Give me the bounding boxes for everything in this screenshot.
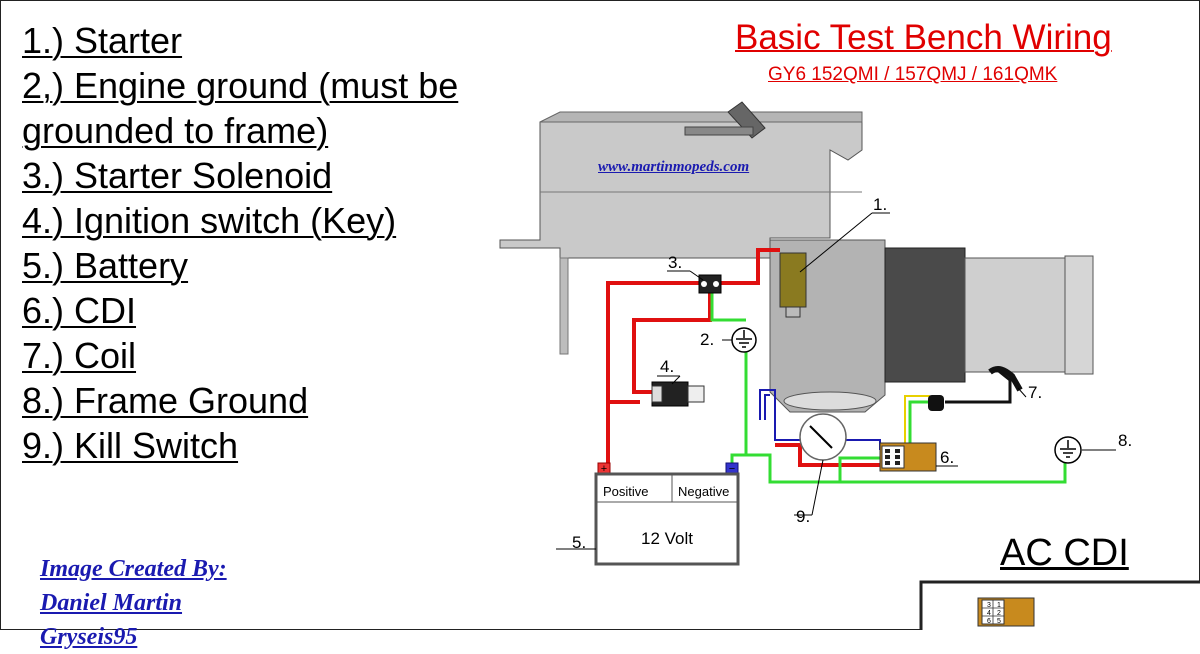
legend-item-coil: 7.) Coil	[22, 335, 137, 376]
battery-positive-label: Positive	[603, 484, 649, 499]
component-legend: 1.) Starter 2,) Engine ground (must be g…	[22, 18, 458, 468]
battery-negative-label: Negative	[678, 484, 729, 499]
starter-motor	[779, 212, 890, 318]
credit-line-2: Daniel Martin	[40, 590, 183, 616]
signal-wires	[759, 366, 1012, 452]
cdi-pin-1: 1	[997, 602, 1001, 609]
callout-2: 2.	[700, 330, 714, 349]
diagram-subtitle: GY6 152QMI / 157QMJ / 161QMK	[768, 64, 1058, 85]
battery-plus-sign: +	[601, 463, 607, 475]
callout-8: 8.	[1118, 431, 1132, 450]
legend-item-engine-ground: 2,) Engine ground (must be	[22, 65, 459, 106]
ac-cdi-panel: 3 1 4 2 6 5	[919, 580, 1200, 630]
cdi-pin-5: 5	[997, 618, 1001, 625]
legend-item-starter: 1.) Starter	[22, 20, 183, 61]
ignition-coil	[928, 366, 1027, 411]
battery-voltage: 12 Volt	[641, 529, 693, 548]
callout-1: 1.	[873, 195, 887, 214]
frame-ground-symbol	[1054, 436, 1116, 464]
legend-item-cdi: 6.) CDI	[22, 290, 137, 331]
callout-9: 9.	[796, 507, 810, 526]
callout-5: 5.	[572, 533, 586, 552]
legend-item-ignition-switch: 4.) Ignition switch (Key)	[22, 200, 397, 241]
ignition-switch	[651, 381, 705, 407]
cdi-pin-2: 2	[997, 610, 1001, 617]
credit-line-3: Gryseis95	[40, 624, 138, 650]
legend-item-battery: 5.) Battery	[22, 245, 189, 286]
callout-3: 3.	[668, 253, 682, 272]
callout-4: 4.	[660, 357, 674, 376]
cdi-pin-6: 6	[987, 618, 991, 625]
callout-6: 6.	[940, 448, 954, 467]
cdi-pin-3: 3	[987, 602, 991, 609]
kill-switch	[794, 413, 847, 516]
legend-item-frame-ground: 8.) Frame Ground	[22, 380, 309, 421]
cdi-unit	[879, 442, 937, 472]
ac-cdi-title: AC CDI	[1000, 532, 1129, 574]
legend-item-engine-ground-cont: grounded to frame)	[22, 110, 329, 151]
diagram-title: Basic Test Bench Wiring	[735, 18, 1112, 57]
watermark-url: www.martinmopeds.com	[598, 159, 750, 175]
starter-solenoid	[698, 274, 722, 294]
cdi-pin-4: 4	[987, 610, 991, 617]
engine-ground-symbol	[731, 327, 757, 353]
image-credit: Image Created By: Daniel Martin Gryseis9…	[40, 552, 227, 654]
credit-line-1: Image Created By:	[40, 556, 227, 582]
wiring-diagram: + − Positive Negative 12 Volt 1. 2. 3. 4…	[499, 101, 1200, 630]
legend-item-kill-switch: 9.) Kill Switch	[22, 425, 239, 466]
battery-minus-sign: −	[729, 463, 735, 475]
legend-item-starter-solenoid: 3.) Starter Solenoid	[22, 155, 333, 196]
battery: + − Positive Negative 12 Volt	[556, 462, 740, 566]
callout-leaders	[657, 270, 958, 467]
callout-7: 7.	[1028, 383, 1042, 402]
